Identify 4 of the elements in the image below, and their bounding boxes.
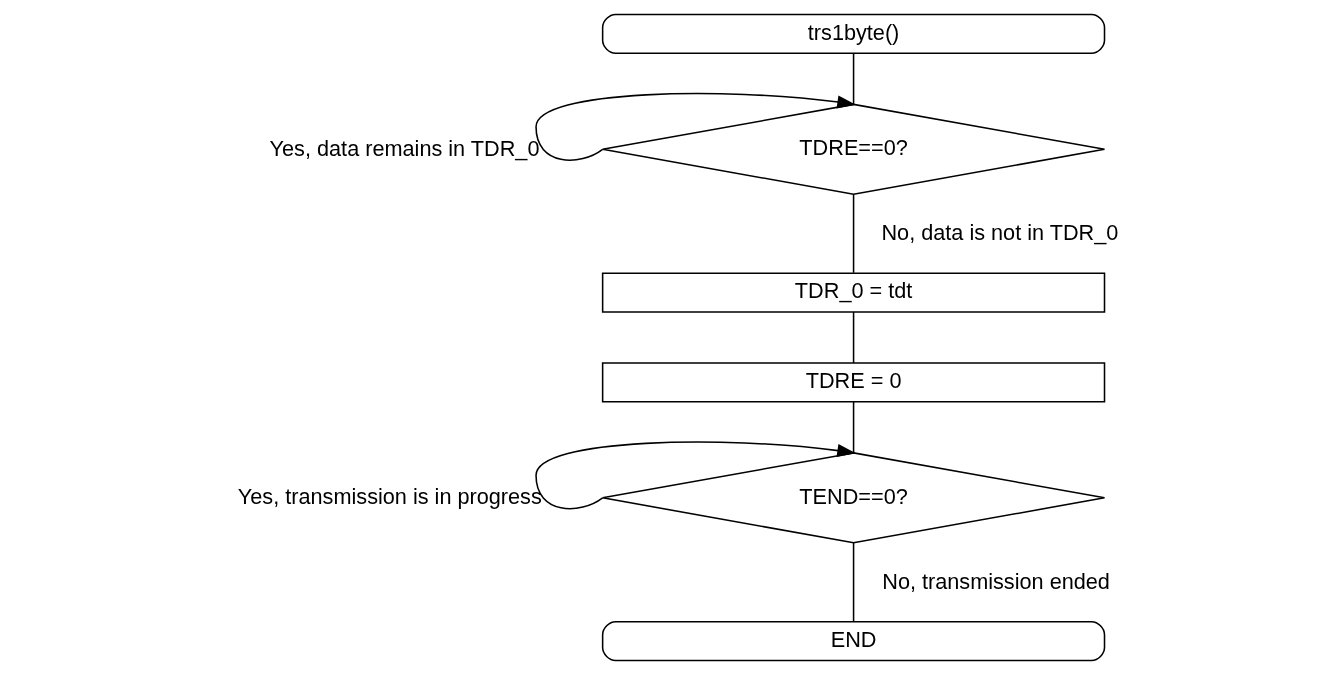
edge-label: Yes, data remains in TDR_0: [269, 135, 539, 161]
edge-label: No, data is not in TDR_0: [880, 220, 1118, 246]
edge-label: Yes, transmission is in progress: [237, 484, 542, 510]
edge-label: No, transmission ended: [881, 568, 1110, 594]
